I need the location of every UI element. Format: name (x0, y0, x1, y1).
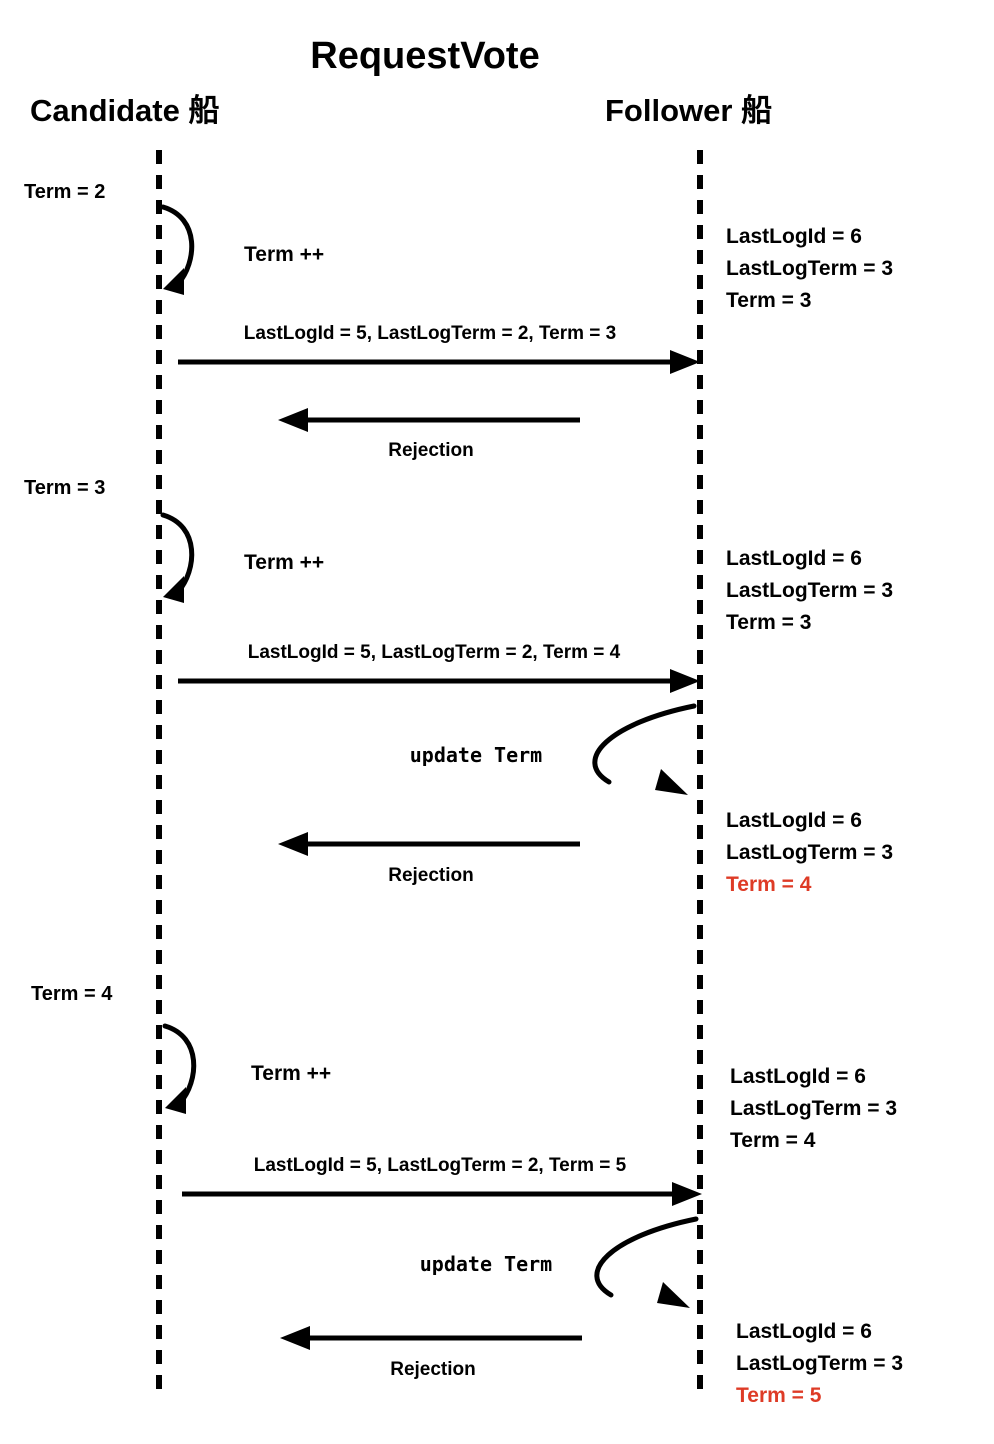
arrowhead-response-1 (278, 408, 308, 432)
self-loop-term-increment-2 (160, 512, 195, 603)
request-message-label-1: LastLogId = 5, LastLogTerm = 2, Term = 3 (244, 323, 617, 344)
request-message-label-2: LastLogId = 5, LastLogTerm = 2, Term = 4 (248, 642, 621, 663)
follower-state-line: LastLogTerm = 3 (736, 1352, 903, 1375)
arrowhead-response-2 (278, 832, 308, 856)
response-arrow-3 (280, 1326, 582, 1350)
follower-state-line: Term = 3 (726, 611, 811, 634)
candidate-term-label-1: Term = 2 (24, 181, 105, 203)
follower-state-line: Term = 4 (730, 1129, 816, 1152)
follower-self-loop-label-2: update Term (420, 1252, 552, 1276)
follower-self-loop-update-term-1 (592, 703, 697, 795)
follower-self-loop-label-1: update Term (410, 743, 542, 767)
request-arrow-3 (182, 1182, 702, 1206)
actor-label-candidate: Candidate 船 (30, 93, 219, 128)
self-loop-term-increment-3 (162, 1023, 197, 1114)
candidate-term-label-3: Term = 4 (31, 983, 113, 1005)
follower-state-block-4: LastLogId = 6 LastLogTerm = 3 Term = 4 (730, 1065, 897, 1152)
arrowhead-self-loop-2 (163, 576, 184, 603)
actor-label-follower: Follower 船 (605, 93, 772, 128)
arrowhead-self-loop-1 (163, 268, 184, 295)
follower-state-block-2: LastLogId = 6 LastLogTerm = 3 Term = 3 (726, 547, 893, 634)
follower-state-block-1: LastLogId = 6 LastLogTerm = 3 Term = 3 (726, 225, 893, 312)
follower-state-line: LastLogTerm = 3 (726, 579, 893, 602)
follower-state-line: LastLogId = 6 (736, 1320, 872, 1343)
follower-state-line: LastLogTerm = 3 (726, 841, 893, 864)
arrowhead-response-3 (280, 1326, 310, 1350)
follower-self-loop-update-term-2 (594, 1216, 699, 1308)
follower-state-block-3: LastLogId = 6 LastLogTerm = 3 Term = 4 (726, 809, 893, 896)
request-arrow-2 (178, 669, 700, 693)
follower-state-line: LastLogTerm = 3 (730, 1097, 897, 1120)
response-message-label-2: Rejection (388, 865, 474, 886)
follower-state-line: LastLogId = 6 (726, 547, 862, 570)
self-loop-label-1: Term ++ (244, 243, 324, 266)
follower-state-line-accent: Term = 5 (736, 1384, 822, 1407)
arrowhead-self-loop-3 (165, 1087, 186, 1114)
page-title: RequestVote (310, 35, 539, 77)
request-arrow-1 (178, 350, 700, 374)
response-arrow-2 (278, 832, 580, 856)
arrowhead-request-2 (670, 669, 700, 693)
arrowhead-follower-self-loop-1 (655, 769, 688, 795)
follower-state-block-5: LastLogId = 6 LastLogTerm = 3 Term = 5 (736, 1320, 903, 1407)
candidate-term-label-2: Term = 3 (24, 477, 105, 499)
arrowhead-follower-self-loop-2 (657, 1282, 690, 1308)
follower-state-line-accent: Term = 4 (726, 873, 812, 896)
self-loop-label-3: Term ++ (251, 1062, 331, 1085)
response-message-label-1: Rejection (388, 440, 474, 461)
request-message-label-3: LastLogId = 5, LastLogTerm = 2, Term = 5 (254, 1155, 627, 1176)
response-arrow-1 (278, 408, 580, 432)
self-loop-label-2: Term ++ (244, 551, 324, 574)
follower-state-line: LastLogId = 6 (726, 225, 862, 248)
arrowhead-request-1 (670, 350, 700, 374)
arrowhead-request-3 (672, 1182, 702, 1206)
follower-state-line: LastLogId = 6 (726, 809, 862, 832)
self-loop-term-increment-1 (160, 204, 195, 295)
follower-state-line: Term = 3 (726, 289, 811, 312)
follower-state-line: LastLogId = 6 (730, 1065, 866, 1088)
response-message-label-3: Rejection (390, 1359, 476, 1380)
follower-state-line: LastLogTerm = 3 (726, 257, 893, 280)
